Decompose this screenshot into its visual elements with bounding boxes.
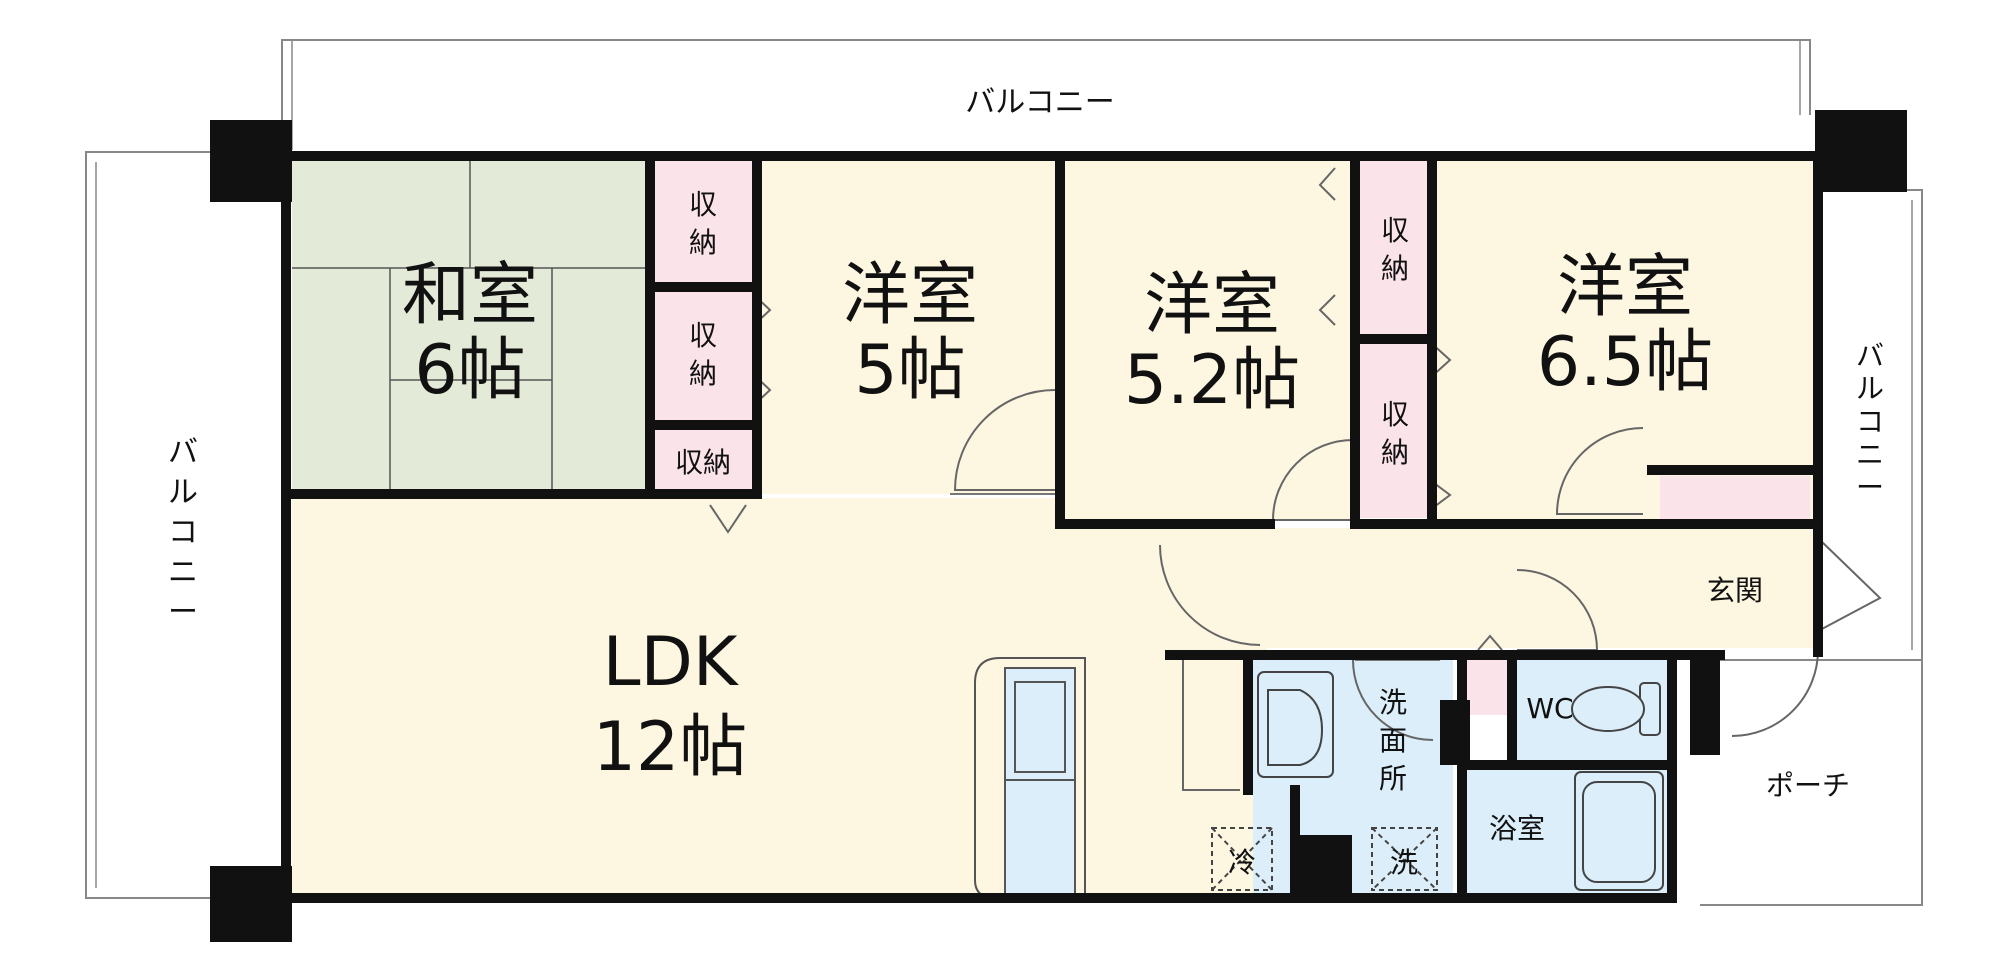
svg-text:収: 収 xyxy=(689,188,717,221)
storage-1-label: 収 納 xyxy=(689,188,717,259)
svg-text:ル: ル xyxy=(1856,372,1884,405)
svg-text:コ: コ xyxy=(168,515,198,550)
svg-text:ー: ー xyxy=(1856,471,1884,504)
column-top-left xyxy=(210,120,292,202)
fridge-spot xyxy=(1211,827,1273,891)
svg-text:収: 収 xyxy=(1381,398,1409,431)
wc-label: WC xyxy=(1526,692,1573,725)
svg-text:納: 納 xyxy=(689,226,717,259)
svg-text:バ: バ xyxy=(1856,339,1884,372)
storage-5-fill xyxy=(1360,344,1430,518)
ldk-fill-2 xyxy=(1267,528,1817,648)
storage-4-fill xyxy=(1360,160,1430,334)
svg-text:ニ: ニ xyxy=(168,555,198,590)
storage-2-label: 収 納 xyxy=(689,319,717,390)
balcony-left-label: バ ル コ ニ ー xyxy=(168,435,198,630)
svg-text:バ: バ xyxy=(168,435,198,470)
svg-text:納: 納 xyxy=(1381,252,1409,285)
ldk-name: LDK xyxy=(603,623,740,702)
labels: バルコニー バ ル コ ニ ー バ ル コ ニ ー 和室 6帖 洋室 5帖 洋室… xyxy=(168,85,1884,879)
column-bottom-left xyxy=(210,866,292,942)
kitchen-counter xyxy=(974,657,1086,899)
yoshitsu-b-name: 洋室 xyxy=(1144,266,1280,345)
washer-label: 洗 xyxy=(1390,846,1418,879)
svg-text:所: 所 xyxy=(1379,762,1407,795)
washbasin-fixture xyxy=(1257,671,1334,778)
wall-blocks xyxy=(1295,655,1720,898)
svg-text:コ: コ xyxy=(1856,405,1884,438)
balcony-right-label: バ ル コ ニ ー xyxy=(1856,339,1884,504)
balcony-top-outline xyxy=(281,39,1811,150)
storage-2-fill xyxy=(654,292,754,420)
column-top-right xyxy=(1815,110,1907,192)
walls xyxy=(281,151,1823,903)
genkan-storage-2-fill xyxy=(1467,660,1507,715)
svg-text:収: 収 xyxy=(689,319,717,352)
storage-3-label: 収納 xyxy=(675,446,731,479)
senmenjo-label: 洗 面 所 xyxy=(1379,686,1407,795)
storage-5-label: 収 納 xyxy=(1381,398,1409,469)
balcony-left-outline xyxy=(85,151,212,899)
yoshitsu-a-name: 洋室 xyxy=(842,256,978,335)
yoshitsu-c-fill xyxy=(1435,160,1813,520)
svg-text:納: 納 xyxy=(1381,436,1409,469)
toilet-bowl xyxy=(1571,686,1645,732)
tatami-lines xyxy=(292,160,649,494)
storage-3-fill xyxy=(654,430,754,494)
yokushitsu-label: 浴室 xyxy=(1489,812,1545,845)
yoshitsu-b-fill xyxy=(1065,160,1355,520)
ldk-size: 12帖 xyxy=(593,708,748,787)
structural-columns xyxy=(210,110,1907,942)
svg-text:ー: ー xyxy=(168,595,198,630)
storage-1-fill xyxy=(654,160,754,282)
genkan-storage-fill xyxy=(1660,476,1810,521)
room-fills xyxy=(292,160,1817,898)
washitsu-name: 和室 xyxy=(402,256,538,335)
ldk-fill xyxy=(292,498,1267,898)
yoshitsu-c-size: 6.5帖 xyxy=(1537,323,1713,402)
yoshitsu-c-name: 洋室 xyxy=(1557,248,1693,327)
fixtures xyxy=(1211,671,1664,891)
yoshitsu-a-size: 5帖 xyxy=(854,331,965,410)
yoshitsu-b-size: 5.2帖 xyxy=(1124,341,1300,420)
svg-text:ル: ル xyxy=(168,475,198,510)
svg-text:洗: 洗 xyxy=(1379,686,1407,719)
svg-text:納: 納 xyxy=(689,357,717,390)
washitsu-size: 6帖 xyxy=(414,331,525,410)
porch-outline xyxy=(1700,659,1923,906)
svg-text:収: 収 xyxy=(1381,214,1409,247)
svg-text:面: 面 xyxy=(1379,724,1407,757)
balcony-top-label: バルコニー xyxy=(965,85,1114,120)
fridge-label: 冷 xyxy=(1228,846,1256,879)
porch-label: ポーチ xyxy=(1766,769,1850,802)
genkan-label: 玄関 xyxy=(1707,574,1763,607)
storage-4-label: 収 納 xyxy=(1381,214,1409,285)
bathtub xyxy=(1574,771,1664,891)
svg-text:ニ: ニ xyxy=(1856,438,1884,471)
yoshitsu-a-fill xyxy=(760,160,1055,494)
